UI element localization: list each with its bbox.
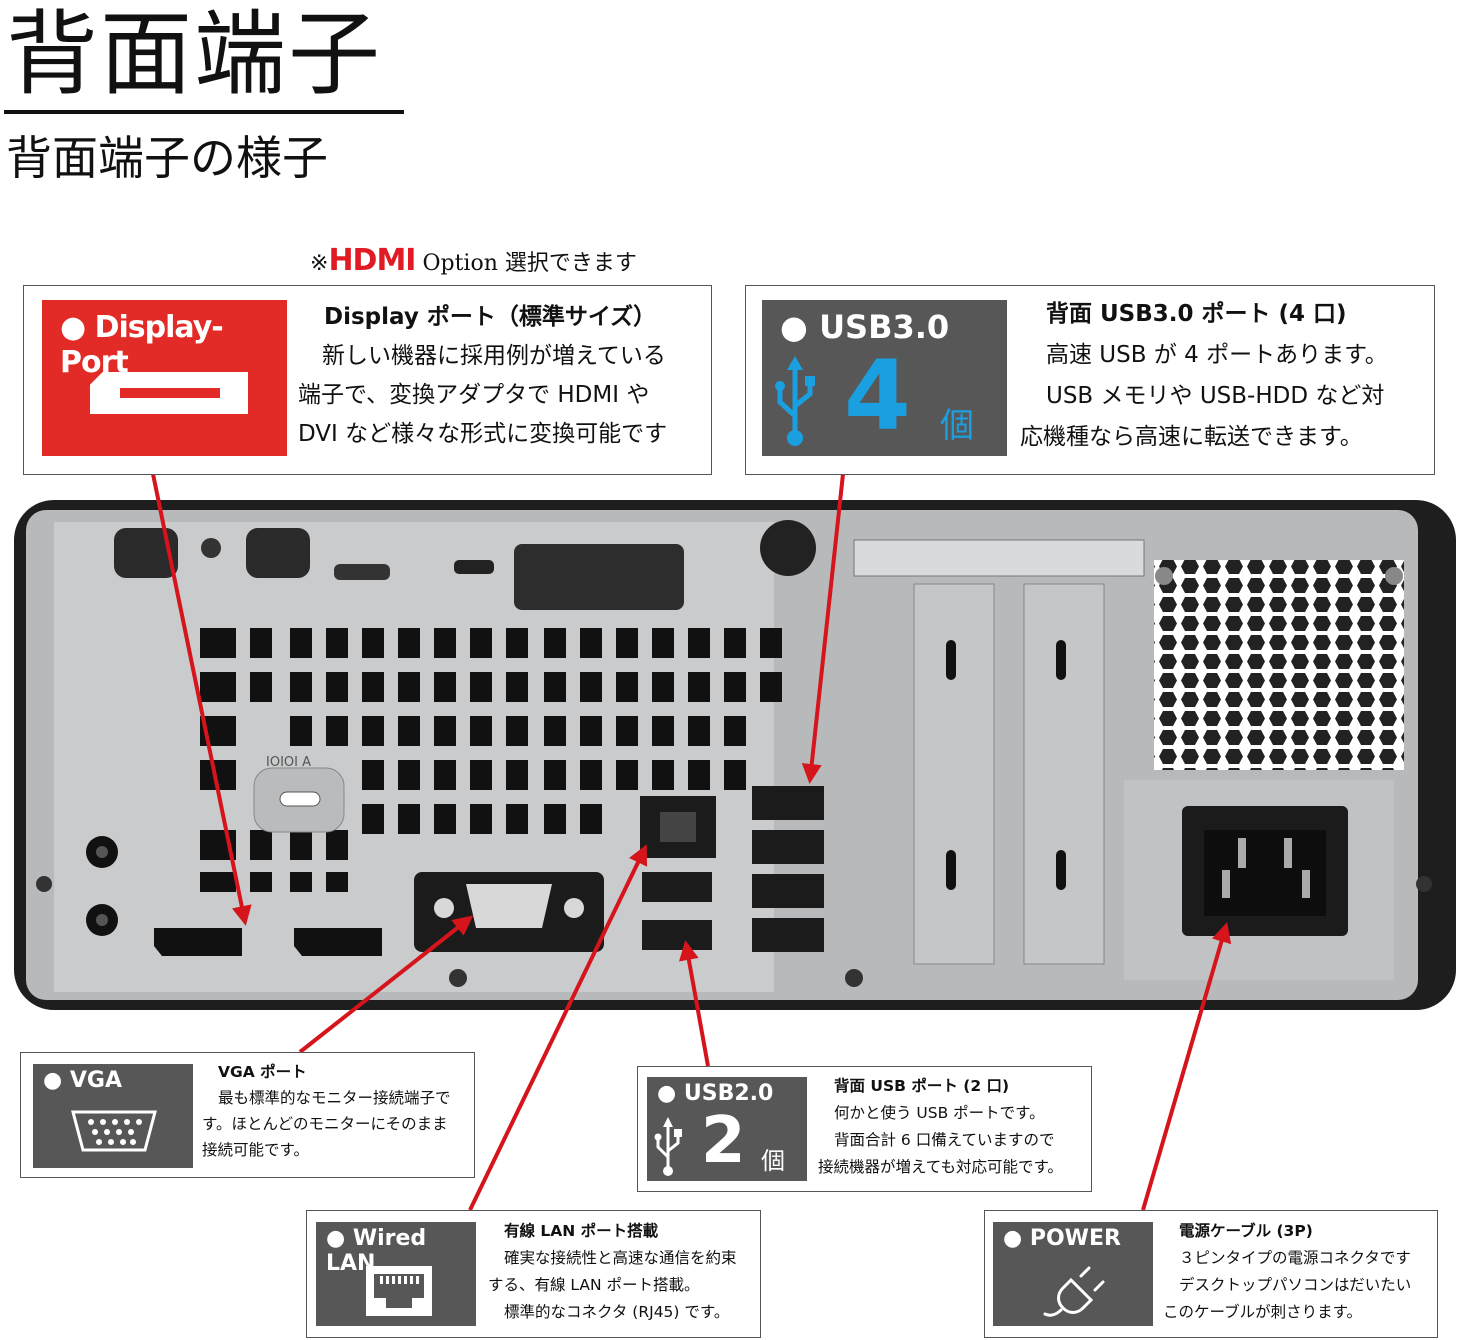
usb2-heading: 背面 USB ポート (2 口) xyxy=(834,1077,1010,1095)
psu-fan-grille xyxy=(1154,560,1404,770)
displayport-line: 端子で、変換アダプタで HDMI や xyxy=(298,382,650,408)
usb-icon xyxy=(654,1117,682,1176)
usb3-count: 4 xyxy=(844,340,911,452)
title-underline xyxy=(4,110,404,114)
displayport-2 xyxy=(294,928,382,956)
usb2-description: 背面 USB ポート (2 口) 何かと使う USB ポートです。 背面合計 6… xyxy=(818,1073,1086,1181)
vga-heading: VGA ポート xyxy=(218,1063,307,1081)
lock-block xyxy=(514,544,684,610)
usb2-line: 背面合計 6 口備えていますので xyxy=(834,1131,1055,1149)
top-slot-left xyxy=(114,528,178,578)
usb3-tile: ● USB3.0 4 個 xyxy=(762,300,1007,456)
page-title: 背面端子 xyxy=(6,1,383,108)
arrow-displayport xyxy=(151,473,252,926)
usb3-port-2 xyxy=(752,830,824,864)
option-text: 選択できます xyxy=(504,251,637,276)
power-plug-icon xyxy=(1043,1266,1105,1317)
arrow-usb2 xyxy=(678,940,710,1067)
lan-line: 標準的なコネクタ (RJ45) です。 xyxy=(504,1303,730,1321)
hdmi-option-note: ※HDMI Option 選択できます xyxy=(310,244,637,281)
usb2-tile-label: ● USB2.0 xyxy=(657,1081,774,1106)
lan-heading: 有線 LAN ポート搭載 xyxy=(504,1222,659,1240)
power-tile-label: ● POWER xyxy=(1003,1226,1121,1251)
vga-line: 接続可能です。 xyxy=(202,1141,309,1159)
top-screw xyxy=(201,538,221,558)
thumbscrew xyxy=(760,520,816,576)
usb2-line: 何かと使う USB ポートです。 xyxy=(834,1104,1045,1122)
lan-line: 確実な接続性と高速な通信を約束 xyxy=(504,1249,737,1267)
usb3-heading: 背面 USB3.0 ポート (4 口) xyxy=(1046,301,1347,327)
arrow-vga xyxy=(298,915,474,1054)
usb3-tile-label: ● USB3.0 xyxy=(780,308,950,346)
page-subtitle: 背面端子の様子 xyxy=(6,131,328,185)
usb2-line: 接続機器が増えても対応可能です。 xyxy=(818,1158,1063,1176)
usb2-port-2 xyxy=(642,920,712,950)
usb2-unit: 個 xyxy=(761,1147,785,1175)
lan-description: 有線 LAN ポート搭載 確実な接続性と高速な通信を約束 する、有線 LAN ポ… xyxy=(488,1218,756,1326)
serial-label: IOIOI A xyxy=(266,755,311,770)
hdmi-logo: HDMI xyxy=(328,243,416,278)
usb3-port-4 xyxy=(752,918,824,952)
usb3-port-1 xyxy=(752,786,824,820)
lan-tile: ● Wired LAN xyxy=(316,1222,476,1326)
usb3-line: USB メモリや USB-HDD など対 xyxy=(1046,383,1385,409)
vga-tile-label: ● VGA xyxy=(43,1068,122,1093)
top-slot-mid xyxy=(246,528,310,578)
power-line: デスクトップパソコンはだいたい xyxy=(1179,1276,1412,1294)
serial-slot xyxy=(279,791,321,807)
usb3-line: 応機種なら高速に転送できます。 xyxy=(1020,424,1363,450)
usb2-tile: ● USB2.0 2 個 xyxy=(647,1077,807,1181)
displayport-tile-label: ● Display-Port xyxy=(60,310,224,380)
displayport-line: DVI など様々な形式に変換可能です xyxy=(298,421,668,447)
arrow-lan xyxy=(468,844,648,1211)
vent-grid xyxy=(200,628,782,892)
note-mark: ※ xyxy=(310,251,329,276)
arrow-power xyxy=(1141,922,1232,1211)
usb3-unit: 個 xyxy=(940,406,974,446)
usb-icon xyxy=(775,356,815,446)
pc-rear-panel-illustration: IOIOI A xyxy=(14,500,1456,1010)
option-word: Option xyxy=(422,251,498,276)
arrow-usb3 xyxy=(801,473,845,784)
vga-line: 最も標準的なモニター接続端子で xyxy=(218,1089,451,1107)
vga-tile: ● VGA xyxy=(33,1064,193,1168)
usb3-description: 背面 USB3.0 ポート (4 口) 高速 USB が 4 ポートあります。 … xyxy=(1020,294,1425,458)
usb3-port-3 xyxy=(752,874,824,908)
vga-port xyxy=(466,884,552,928)
lan-line: する、有線 LAN ポート搭載。 xyxy=(488,1276,700,1294)
displayport-tile: ● Display-Port xyxy=(42,300,287,456)
displayport-1 xyxy=(154,928,242,956)
usb2-count: 2 xyxy=(701,1104,746,1178)
power-tile: ● POWER xyxy=(993,1222,1153,1326)
usb2-port-1 xyxy=(642,872,712,902)
vga-port-icon xyxy=(71,1110,157,1152)
displayport-description: Display ポート（標準サイズ） 新しい機器に採用例が増えている 端子で、変… xyxy=(298,298,698,454)
vga-line: す。ほとんどのモニターにそのまま xyxy=(202,1115,448,1133)
small-tab xyxy=(454,560,494,574)
displayport-icon xyxy=(90,372,248,414)
displayport-line: 新しい機器に採用例が増えている xyxy=(322,343,666,369)
power-description: 電源ケーブル (3P) ３ピンタイプの電源コネクタです デスクトップパソコンはだ… xyxy=(1163,1218,1433,1326)
power-line: ３ピンタイプの電源コネクタです xyxy=(1179,1249,1411,1267)
vga-description: VGA ポート 最も標準的なモニター接続端子で す。ほとんどのモニターにそのまま… xyxy=(202,1059,472,1163)
displayport-heading: Display ポート（標準サイズ） xyxy=(324,304,657,330)
power-line: このケーブルが刺さります。 xyxy=(1163,1303,1363,1321)
usb3-line: 高速 USB が 4 ポートあります。 xyxy=(1046,342,1388,368)
power-heading: 電源ケーブル (3P) xyxy=(1179,1222,1313,1240)
top-clip xyxy=(334,564,390,580)
ethernet-icon xyxy=(366,1266,432,1316)
slot-bracket-top xyxy=(853,539,1145,577)
